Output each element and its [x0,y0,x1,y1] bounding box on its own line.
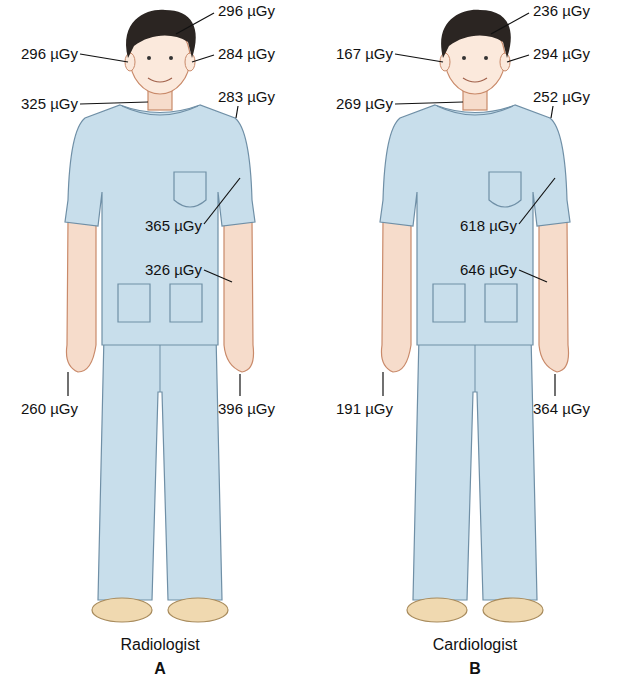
dose-label: 294 µGy [533,45,590,63]
dose-label: 296 µGy [218,2,275,20]
dose-label: 396 µGy [218,400,275,418]
dose-label: 252 µGy [533,88,590,106]
dose-label: 618 µGy [460,217,517,235]
dose-label: 365 µGy [145,217,202,235]
dose-label: 283 µGy [218,88,275,106]
dose-label: 167 µGy [336,45,393,63]
dose-label: 260 µGy [21,400,78,418]
figure-letter: A [154,660,166,678]
dose-label: 325 µGy [21,95,78,113]
figure-caption: Cardiologist [433,636,517,654]
dose-label: 364 µGy [533,400,590,418]
dose-label: 646 µGy [460,261,517,279]
dose-label: 191 µGy [336,400,393,418]
dose-label: 269 µGy [336,95,393,113]
figure-letter: B [469,660,481,678]
dose-label: 236 µGy [533,2,590,20]
dose-label: 284 µGy [218,45,275,63]
dose-label: 326 µGy [145,261,202,279]
dose-label: 296 µGy [21,45,78,63]
figure-caption: Radiologist [120,636,199,654]
